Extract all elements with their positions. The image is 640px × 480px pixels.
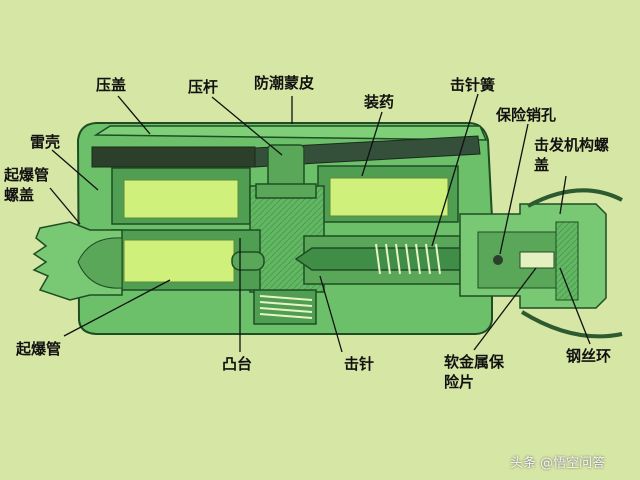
cap-thread bbox=[555, 221, 579, 301]
press-rod bbox=[267, 144, 305, 188]
label-gang-si-huan: 钢丝环 bbox=[566, 347, 612, 365]
pressure-plate-bar bbox=[91, 146, 256, 168]
steel-wire-ring bbox=[527, 188, 623, 208]
label-fang-chao: 防潮蒙皮 bbox=[254, 74, 315, 92]
label-ji-fa-line2: 盖 bbox=[534, 156, 550, 174]
boss bbox=[253, 289, 317, 325]
left-charge bbox=[123, 179, 239, 219]
label-zhuang-yao: 装药 bbox=[364, 93, 395, 111]
press-rod-foot bbox=[255, 183, 317, 199]
safety-pin-hole bbox=[493, 255, 503, 265]
label-qi-bao-guan-gai-line2: 螺盖 bbox=[4, 186, 35, 204]
detonator-cone bbox=[77, 237, 123, 289]
label-lei-ke: 雷壳 bbox=[30, 133, 61, 151]
detonator-charge bbox=[123, 239, 235, 283]
label-ya-gan: 压杆 bbox=[188, 78, 219, 96]
label-qi-bao-guan-gai-line1: 起爆管 bbox=[4, 166, 50, 184]
label-ji-zhen: 击针 bbox=[344, 355, 375, 373]
detonator-tip bbox=[231, 251, 265, 271]
label-bao-xian-xiao-kong: 保险销孔 bbox=[496, 106, 557, 124]
soft-metal-safety-plate bbox=[519, 251, 555, 269]
label-ruan-jin-line2: 险片 bbox=[444, 373, 475, 391]
membrane-bar bbox=[254, 135, 481, 168]
steel-wire-ring-lower bbox=[520, 310, 623, 339]
right-charge bbox=[329, 177, 449, 217]
boss-spring bbox=[259, 295, 313, 319]
label-ruan-jin-line1: 软金属保 bbox=[444, 353, 505, 371]
firing-pin-spring bbox=[375, 243, 441, 275]
label-ya-gai: 压盖 bbox=[96, 76, 127, 94]
label-ji-fa-line1: 击发机构螺 bbox=[534, 136, 610, 154]
label-qi-bao-guan: 起爆管 bbox=[16, 340, 62, 358]
watermark: 头条 @悟空问答 bbox=[510, 456, 606, 471]
label-tu-tai: 凸台 bbox=[222, 355, 253, 373]
pressure-plate-top bbox=[93, 125, 488, 141]
label-ji-zhen-huang: 击针簧 bbox=[450, 76, 496, 94]
leader-lines bbox=[49, 93, 591, 353]
